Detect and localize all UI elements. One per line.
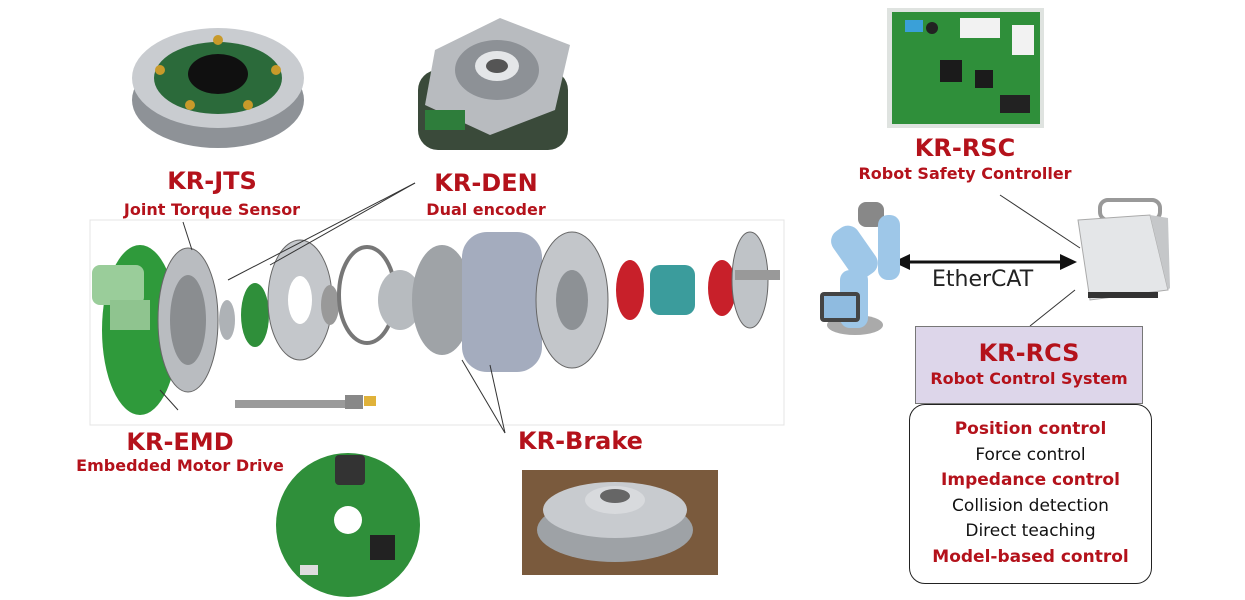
robot-arm-image — [820, 202, 900, 335]
connector-lines — [159, 182, 1081, 434]
exploded-actuator-image — [92, 231, 780, 415]
den-title: KR-DEN — [434, 169, 538, 197]
feature-impedance-control: Impedance control — [941, 470, 1120, 490]
jts-title: KR-JTS — [167, 167, 257, 195]
ethercat-arrow — [893, 254, 1077, 270]
feature-model-based-control: Model-based control — [932, 546, 1129, 567]
rsc-title: KR-RSC — [914, 134, 1016, 162]
jts-sensor-image — [132, 28, 304, 148]
rsc-board-image — [887, 8, 1044, 128]
rsc-subtitle: Robot Safety Controller — [858, 164, 1072, 183]
den-encoder-image — [418, 18, 570, 150]
emd-title: KR-EMD — [126, 428, 234, 456]
jts-subtitle: Joint Torque Sensor — [123, 200, 301, 219]
feature-collision-detection: Collision detection — [952, 495, 1109, 516]
control-cabinet-image — [1077, 198, 1170, 301]
feature-force-control: Force control — [975, 444, 1086, 465]
emd-board-image — [276, 453, 420, 597]
features-panel: Position control Force control Impedance… — [909, 404, 1152, 584]
feature-position-control: Position control — [954, 419, 1107, 439]
brake-title: KR-Brake — [518, 427, 643, 455]
rcs-title: KR-RCS — [978, 339, 1080, 367]
den-subtitle: Dual encoder — [426, 200, 546, 219]
rcs-subtitle: Robot Control System — [930, 369, 1128, 388]
rcs-box: KR-RCS Robot Control System — [915, 326, 1143, 404]
emd-subtitle: Embedded Motor Drive — [76, 456, 284, 475]
ethercat-label: EtherCAT — [932, 267, 1034, 292]
brake-image — [522, 470, 718, 575]
feature-direct-teaching: Direct teaching — [965, 521, 1096, 541]
